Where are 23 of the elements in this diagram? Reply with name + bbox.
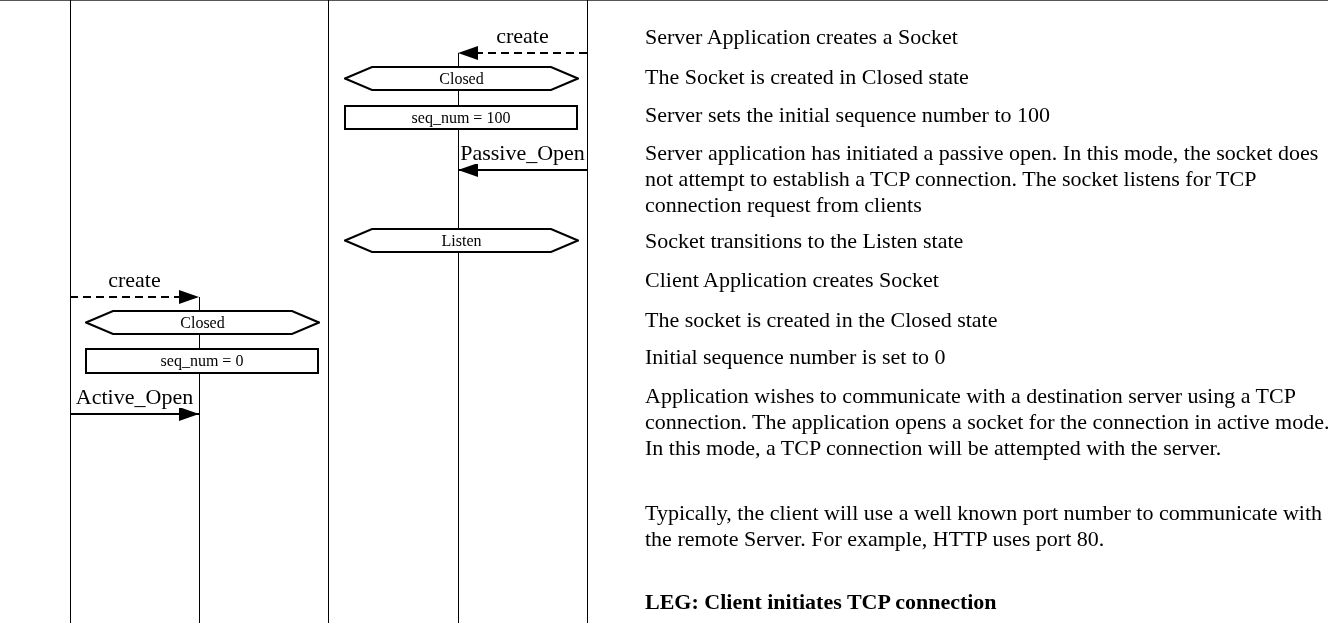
arrow [457, 46, 588, 60]
state-label: Closed [180, 314, 225, 331]
lifeline [70, 0, 71, 623]
arrow [457, 163, 588, 177]
step-description: Application wishes to communicate with a destination server using a TCP connection. The application opens a socket for the connection in active mode. In this mode, a TCP connection will be attempted with the server. [645, 383, 1328, 461]
step-description: Initial sequence number is set to 0 [645, 344, 947, 370]
step-description: The socket is created in the Closed state [645, 307, 999, 333]
step-description: Server sets the initial sequence number to 100 [645, 102, 1052, 128]
step-description: Server application has initiated a passive open. In this mode, the socket does not attempt to establish a TCP connection. The socket listens for TCP connection request from clients [645, 140, 1320, 218]
lifeline [328, 0, 329, 623]
step-description: Typically, the client will use a well known port number to communicate with the remote Server. For example, HTTP uses port 80. [645, 500, 1324, 552]
variable-box: seq_num = 0 [85, 348, 319, 374]
arrow [69, 407, 200, 421]
step-description: Client Application creates Socket [645, 267, 940, 293]
step-description: Socket transitions to the Listen state [645, 228, 965, 254]
arrow [69, 290, 200, 304]
variable-box: seq_num = 100 [344, 105, 578, 130]
state-label: Listen [441, 232, 482, 249]
state-label: Closed [439, 70, 484, 87]
lifeline [587, 0, 588, 623]
step-description: Server Application creates a Socket [645, 24, 959, 50]
leg-heading: LEG: Client initiates TCP connection [645, 589, 998, 615]
step-description: The Socket is created in Closed state [645, 64, 970, 90]
